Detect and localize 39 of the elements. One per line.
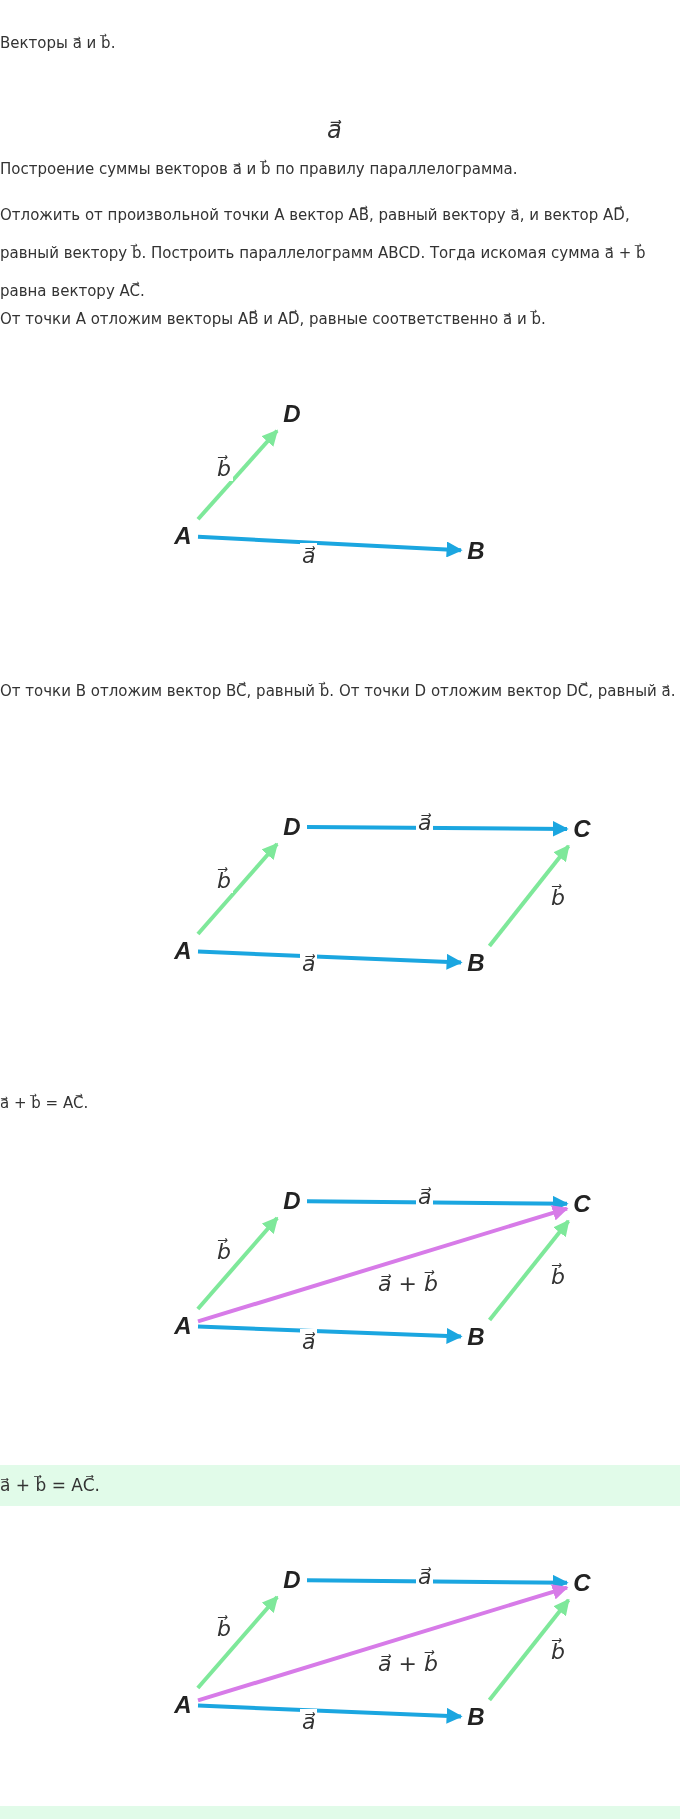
vector-arrow [197,949,463,970]
point-label: D [280,400,304,428]
vector-arrow [196,842,279,936]
vector-arrow [197,1205,569,1324]
text-line: Векторы a⃗ и b⃗. [0,34,117,52]
vector-arrow [196,1216,279,1311]
edge-label: b⃗ [215,868,233,893]
vector-arrow [487,1598,571,1702]
point-label: C [570,815,594,843]
point-label: D [280,1566,304,1594]
point-label: B [464,537,488,565]
point-label: D [280,1187,304,1215]
vector-arrow [487,844,571,948]
point-label: C [570,1569,594,1597]
vector-arrow [307,820,569,837]
edge-label: b⃗ [215,456,233,481]
point-label: C [570,1190,594,1218]
vector-arrow [196,429,279,521]
point-label: D [280,813,304,841]
paragraph: От точки B отложим вектор BC⃗, равный b⃗. От точки D отложим вектор DC⃗, равный a⃗. [0,680,677,702]
point-label: A [171,1312,195,1340]
vector-arrow [197,1584,569,1703]
point-label: B [464,1323,488,1351]
point-label: A [171,1691,195,1719]
vector-arrow [197,1703,463,1724]
point-label: B [464,1703,488,1731]
vector-arrow [196,1595,279,1690]
vector-arrow [197,534,463,558]
vector-arrow [488,1219,570,1322]
text-line: Построение суммы векторов a⃗ и b⃗ по правилу параллелограмма. [0,160,519,178]
point-label: A [171,522,195,550]
vector-arrow [197,1324,463,1344]
formula: a⃗ + b⃗ = AC⃗. [0,1094,90,1112]
highlighted-formula: a⃗ + b⃗ = AC⃗. [0,1465,680,1506]
paragraph: Отложить от произвольной точки A вектор AB⃗, равный вектору a⃗, и вектор AD⃗, равный вектору b⃗. Построить параллелограмм ABCD. Тогда искомая сумма a⃗ + b⃗ равна вектору AC⃗. [0,204,647,302]
point-label: B [464,949,488,977]
text-line: От точки A отложим векторы AB⃗ и AD⃗, равные соответственно a⃗ и b⃗. [0,310,547,328]
point-label: A [171,937,195,965]
vector-label: a⃗ [327,116,343,144]
